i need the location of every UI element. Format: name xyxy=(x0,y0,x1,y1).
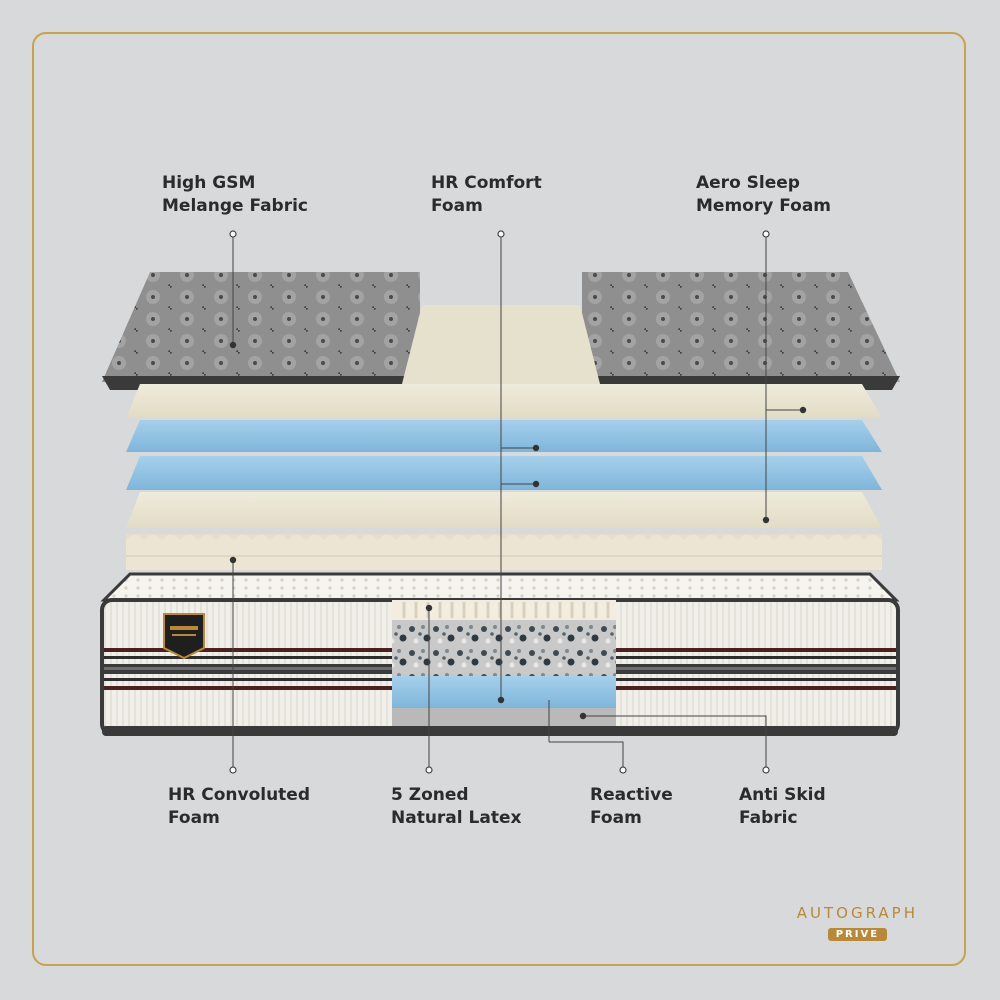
brand-name: AUTOGRAPH xyxy=(796,904,918,922)
label-anti-skid-fabric: Anti Skid Fabric xyxy=(739,785,826,828)
brand-badge-icon xyxy=(163,613,205,660)
comfort-foam-layer-1 xyxy=(126,420,882,452)
leader-dots xyxy=(229,341,807,720)
label-anchor-dots xyxy=(229,230,770,774)
label-aero-sleep-memory-foam: Aero Sleep Memory Foam xyxy=(696,173,832,216)
convoluted-foam-layer xyxy=(126,534,882,570)
label-hr-comfort-foam: HR Comfort Foam xyxy=(431,173,542,216)
leader-lines xyxy=(232,234,803,770)
comfort-foam-layer-2 xyxy=(126,456,882,490)
label-hr-convoluted-foam: HR Convoluted Foam xyxy=(168,785,311,828)
memory-foam-layer-lower xyxy=(126,492,882,528)
label-5-zoned-natural-latex: 5 Zoned Natural Latex xyxy=(391,785,522,828)
brand-logo: AUTOGRAPH PRIVE xyxy=(797,904,918,941)
melange-fabric-panel-right xyxy=(582,272,900,390)
melange-fabric-panel-left xyxy=(102,272,420,390)
label-reactive-foam: Reactive Foam xyxy=(590,785,673,828)
brand-sub: PRIVE xyxy=(827,928,888,941)
cutaway-section xyxy=(392,600,616,726)
content-frame xyxy=(32,32,966,966)
memory-foam-layer xyxy=(126,384,882,418)
label-high-gsm-melange-fabric: High GSM Melange Fabric xyxy=(162,173,309,216)
